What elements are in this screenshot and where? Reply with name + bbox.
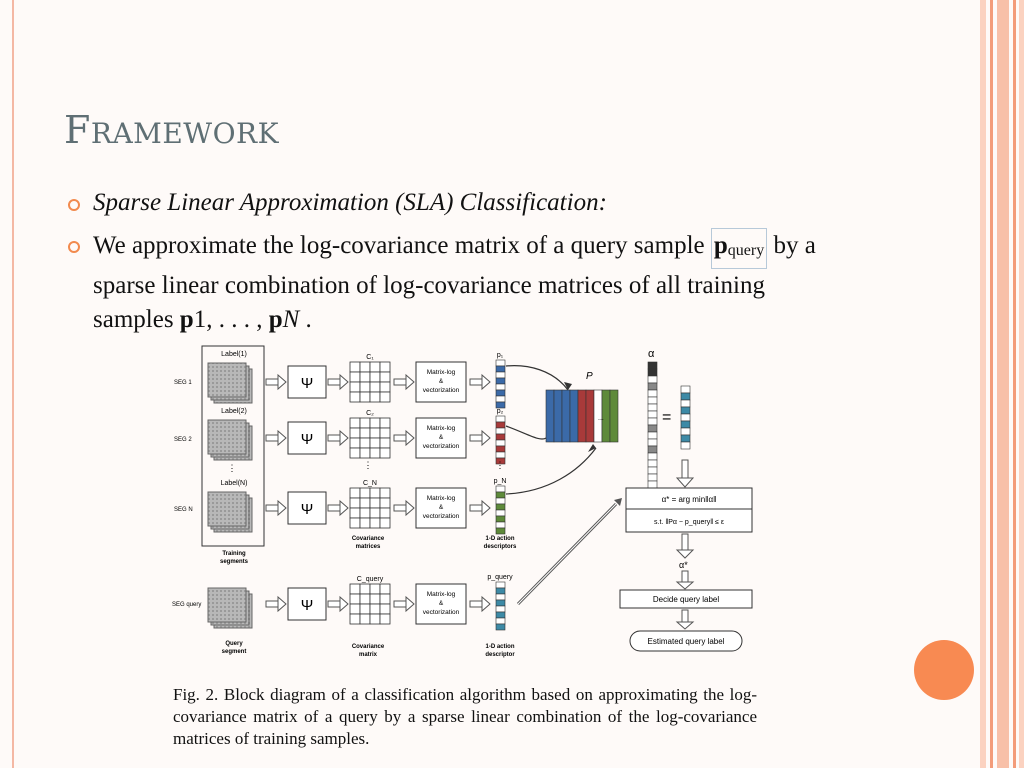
svg-text:1-D action: 1-D action [485, 536, 514, 542]
down-arrow-3 [675, 570, 695, 590]
svg-text:&: & [439, 504, 444, 511]
svg-text:Matrix-log: Matrix-log [427, 369, 456, 376]
down-arrow-2 [675, 533, 695, 559]
vector-label: p_N [494, 478, 507, 485]
video-frame-stack-1 [207, 362, 253, 404]
svg-text:descriptors: descriptors [484, 544, 517, 550]
decide-query-label-box [619, 589, 753, 609]
label-n-text: Label(N) [221, 480, 248, 487]
psi-box [287, 365, 327, 399]
matrix-log-box [415, 487, 467, 529]
slide-title: Framework [64, 108, 280, 152]
svg-text:α* = arg min‖α‖: α* = arg min‖α‖ [662, 495, 717, 504]
label-1-text: Label(1) [221, 351, 247, 358]
svg-text:Training: Training [222, 551, 246, 557]
bullet-list: Sparse Linear Approximation (SLA) Classi… [64, 186, 844, 345]
bullet-item: We approximate the log-covariance matrix… [64, 228, 844, 337]
svg-text:Estimated query label: Estimated query label [648, 637, 725, 646]
svg-text:segment: segment [222, 649, 247, 655]
svg-text:Covariance: Covariance [352, 644, 385, 650]
svg-text:vectorization: vectorization [423, 513, 460, 520]
svg-text:Matrix-log: Matrix-log [427, 425, 456, 432]
vector-label: p_query [487, 574, 513, 581]
alpha-star-label: α* [679, 560, 688, 570]
psi-symbol: Ψ [301, 597, 314, 614]
video-frame-stack-query [207, 587, 253, 629]
cov-label: C₂ [366, 410, 374, 417]
estimated-query-label-box [629, 630, 743, 652]
svg-text:Matrix-log: Matrix-log [427, 591, 456, 598]
left-rule [12, 0, 14, 768]
cov-label: C_query [357, 576, 384, 583]
seg-query-label: SEG query [172, 602, 201, 608]
processing-row: Ψ C_N Matrix-log & vectorization p_N [265, 478, 507, 535]
p-matrix: ... [545, 389, 619, 443]
alpha-vector [647, 361, 658, 503]
bullet-text-part2: by a sparse linear combination of log-co… [93, 232, 816, 333]
svg-text:Matrix-log: Matrix-log [427, 495, 456, 502]
down-arrow-1 [675, 459, 695, 488]
seg-1-label: SEG 1 [174, 380, 192, 386]
bullet-icon [68, 241, 80, 253]
svg-text:vectorization: vectorization [423, 387, 460, 394]
svg-text:matrices: matrices [356, 544, 381, 550]
svg-text:⋮: ⋮ [364, 460, 373, 470]
psi-symbol: Ψ [301, 375, 314, 392]
seg-n-label: SEG N [174, 507, 193, 513]
processing-row: Ψ C₂ Matrix-log & vectorization p₂ [265, 408, 506, 465]
equals-sign: = [662, 409, 671, 426]
matrix-log-box [415, 417, 467, 459]
alpha-label: α [648, 348, 655, 360]
pquery-symbol: pquery [710, 228, 768, 269]
svg-text:vectorization: vectorization [423, 609, 460, 616]
svg-text:descriptor: descriptor [485, 652, 515, 658]
svg-text:vectorization: vectorization [423, 443, 460, 450]
figure-caption: Fig. 2. Block diagram of a classificatio… [173, 685, 757, 748]
matrix-log-box [415, 583, 467, 625]
vector-label: p₂ [497, 408, 504, 415]
pquery-vector-right [680, 385, 691, 450]
psi-box [287, 421, 327, 455]
video-frame-stack-n [207, 491, 253, 533]
cov-label: C_N [363, 480, 377, 487]
orange-circle-decoration [914, 640, 974, 700]
psi-box [287, 587, 327, 621]
video-frame-stack-2 [207, 419, 253, 461]
down-arrow-4 [675, 609, 695, 630]
svg-text:Covariance: Covariance [352, 536, 385, 542]
training-segments-box [201, 345, 265, 547]
svg-text:Decide query label: Decide query label [653, 595, 719, 604]
right-decorative-stripes [980, 0, 1024, 768]
label-2-text: Label(2) [221, 408, 247, 415]
svg-text:⋮: ⋮ [496, 460, 505, 470]
svg-text:&: & [439, 434, 444, 441]
bullet-icon [68, 199, 80, 211]
svg-text:matrix: matrix [359, 652, 378, 658]
svg-text:segments: segments [220, 559, 249, 565]
bullet-item: Sparse Linear Approximation (SLA) Classi… [64, 186, 844, 220]
processing-rows: Ψ C₁ Matrix-log & vectorization p₁ Ψ C₂ Matrix-l… [265, 352, 513, 631]
optimization-box [625, 487, 753, 533]
svg-text:s.t. ‖Pα − p_query‖ ≤ ε: s.t. ‖Pα − p_query‖ ≤ ε [654, 519, 724, 526]
matrix-log-box [415, 361, 467, 403]
psi-box [287, 491, 327, 525]
svg-text:&: & [439, 600, 444, 607]
svg-text:&: & [439, 378, 444, 385]
seg-2-label: SEG 2 [174, 437, 192, 443]
block-diagram-figure: Label(1) Label(2) Label(N) ⋮ SEG 1 SEG 2… [168, 342, 768, 682]
bullet-text-part1: We approximate the log-covariance matrix… [93, 232, 711, 259]
p-matrix-label: P [586, 371, 593, 382]
cov-label: C₁ [366, 354, 374, 361]
psi-symbol: Ψ [301, 431, 314, 448]
svg-text:Query: Query [225, 641, 243, 647]
vector-label: p₁ [497, 352, 504, 359]
processing-row: Ψ C₁ Matrix-log & vectorization p₁ [265, 352, 506, 409]
psi-symbol: Ψ [301, 501, 314, 518]
svg-text:...: ... [598, 415, 604, 422]
svg-text:⋮: ⋮ [228, 463, 237, 473]
bullet-text: Sparse Linear Approximation (SLA) Classi… [93, 189, 607, 216]
svg-text:1-D action: 1-D action [485, 644, 514, 650]
